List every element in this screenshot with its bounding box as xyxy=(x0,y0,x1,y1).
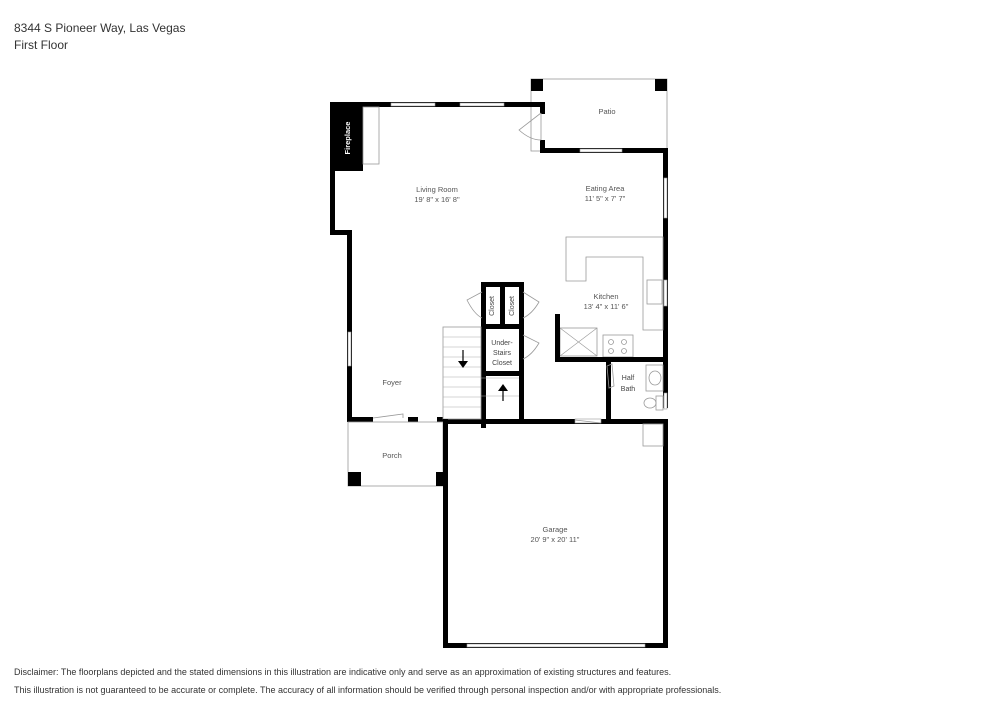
garage-label: Garage xyxy=(542,525,567,534)
half-bath: Half Bath xyxy=(606,359,664,421)
window xyxy=(579,148,623,153)
patio: Patio xyxy=(530,78,668,152)
under-stairs-line2: Stairs xyxy=(493,350,511,357)
garage-entry-door-gap xyxy=(574,418,602,424)
half-bath-line1: Half xyxy=(622,375,635,382)
stove xyxy=(602,334,634,358)
garage: Garage 20' 9" x 20' 11" xyxy=(443,419,668,648)
living-room-label: Living Room xyxy=(416,185,458,194)
under-stairs-line3: Closet xyxy=(492,360,512,367)
patio-post-left xyxy=(531,79,543,91)
fireplace-label: Fireplace xyxy=(343,122,352,155)
living-room-dims: 19' 8" x 16' 8" xyxy=(414,195,460,204)
eating-area-label: Eating Area xyxy=(586,184,626,193)
porch: Porch xyxy=(347,421,445,487)
stairs xyxy=(442,326,519,420)
eating-area-dims: 11' 5" x 7' 7" xyxy=(585,194,626,203)
kitchen-dims: 13' 4" x 11' 6" xyxy=(584,302,629,311)
disclaimer: Disclaimer: The floorplans depicted and … xyxy=(14,663,721,699)
window xyxy=(347,331,352,367)
disclaimer-line-1: Disclaimer: The floorplans depicted and … xyxy=(14,667,672,677)
foyer-label: Foyer xyxy=(382,378,402,387)
garage-door xyxy=(466,643,646,648)
window xyxy=(663,279,668,307)
disclaimer-line-2: This illustration is not guaranteed to b… xyxy=(14,685,722,695)
window xyxy=(663,392,668,410)
address-title: 8344 S Pioneer Way, Las Vegas xyxy=(14,21,186,35)
window xyxy=(459,102,505,107)
foyer: Foyer xyxy=(372,378,404,419)
closet-2-label: Closet xyxy=(509,296,516,316)
patio-door xyxy=(518,112,542,141)
bath-sink xyxy=(645,364,664,392)
garage-dims: 20' 9" x 20' 11" xyxy=(531,535,580,544)
kitchen: Kitchen 13' 4" x 11' 6" xyxy=(555,236,668,362)
kitchen-sink xyxy=(646,279,663,305)
patio-post-right xyxy=(655,79,667,91)
patio-label: Patio xyxy=(598,107,615,116)
window xyxy=(663,177,668,219)
floor-title: First Floor xyxy=(14,38,68,52)
under-stairs-line1: Under- xyxy=(491,340,513,347)
half-bath-line2: Bath xyxy=(621,386,636,393)
toilet xyxy=(643,397,657,409)
fireplace: Fireplace xyxy=(330,105,380,171)
porch-label: Porch xyxy=(382,451,402,460)
window xyxy=(390,102,436,107)
plan-header: 8344 S Pioneer Way, Las Vegas First Floo… xyxy=(14,20,185,54)
kitchen-label: Kitchen xyxy=(593,292,618,301)
closet-1-label: Closet xyxy=(489,296,496,316)
closets: Closet Closet Under- Stairs Closet xyxy=(466,282,540,428)
